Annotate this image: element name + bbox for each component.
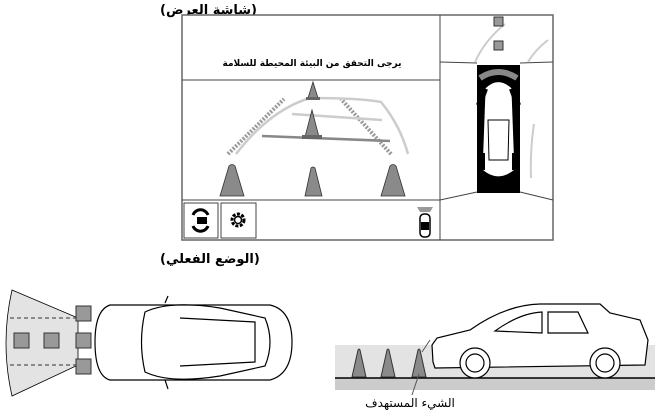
settings-button[interactable] (220, 202, 257, 239)
top-view (439, 16, 554, 201)
sensor-object-icon (493, 16, 504, 27)
object-marker (43, 332, 60, 349)
sensor-object-icon (493, 40, 504, 51)
object-marker (75, 305, 92, 322)
actual-side-view: الشيء المستهدف (335, 303, 655, 410)
cone-icon (304, 166, 323, 197)
car-side-view (431, 303, 649, 379)
target-cone (351, 348, 367, 378)
target-cone (380, 348, 396, 378)
display-screen: يرجى التحقق من البيئة المحيطة للسلامة (181, 14, 554, 241)
object-marker (75, 358, 92, 375)
cone-icon (380, 164, 406, 197)
cone-icon (219, 164, 245, 197)
safety-message: يرجى التحقق من البيئة المحيطة للسلامة (222, 59, 401, 69)
target-cone (411, 348, 427, 378)
gear-icon (230, 212, 246, 228)
object-marker (13, 332, 30, 349)
cone-icon (302, 108, 322, 139)
car-status-icon (417, 207, 433, 238)
camera-switch-button[interactable] (183, 202, 219, 239)
target-object-label: الشيء المستهدف (365, 396, 455, 410)
actual-situation-label: (الوضع الفعلي) (160, 252, 260, 267)
rear-camera-view (219, 80, 410, 197)
car-top-icon (476, 80, 521, 178)
cone-icon (306, 80, 320, 100)
car-top-view (94, 295, 293, 390)
object-marker (75, 332, 92, 349)
camera-switch-icon (191, 208, 210, 233)
actual-top-view (5, 289, 293, 397)
